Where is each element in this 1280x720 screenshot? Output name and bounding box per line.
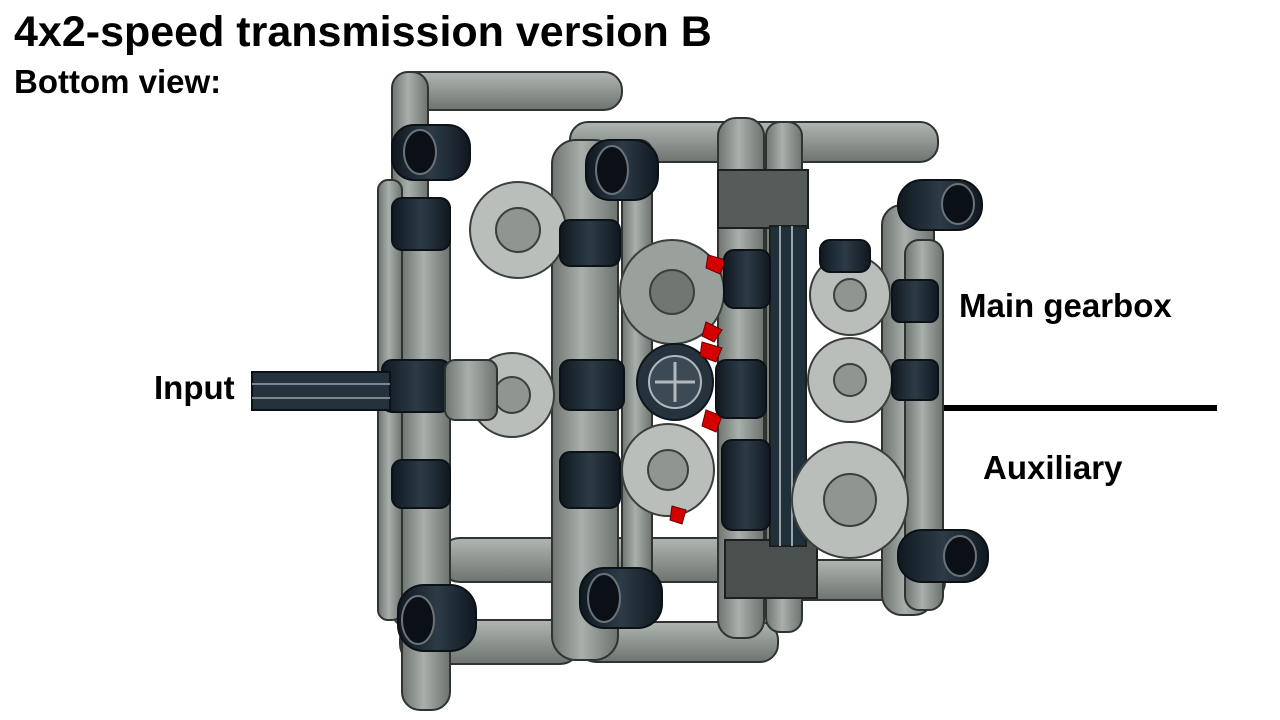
input-axle (251, 359, 498, 421)
red-clutch-parts (669, 254, 727, 525)
frame-beams (391, 71, 946, 665)
auxiliary-label: Auxiliary (983, 449, 1123, 486)
connector-holes (401, 129, 977, 645)
main-gearbox-label: Main gearbox (959, 287, 1172, 324)
view-subtitle: Bottom view: (14, 63, 222, 100)
page-title: 4x2-speed transmission version B (14, 8, 712, 56)
central-shaft (717, 169, 818, 599)
section-divider-line (944, 405, 1217, 411)
differential-gear (636, 343, 714, 421)
input-label: Input (154, 369, 235, 406)
